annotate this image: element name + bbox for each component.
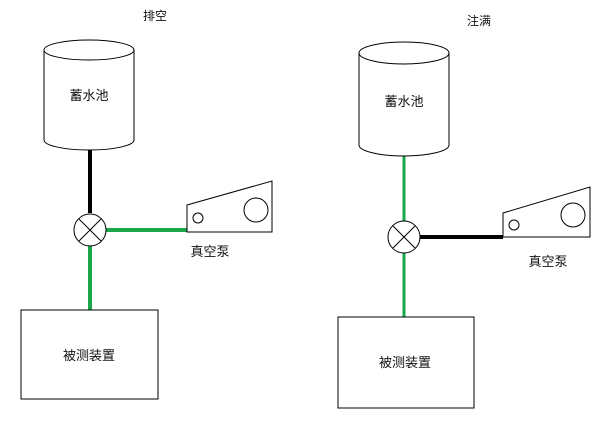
- left-reservoir: 蓄水池: [43, 39, 135, 151]
- left-panel-title: 排空: [143, 9, 167, 23]
- left-pump-label: 真空泵: [190, 245, 229, 260]
- left-device: 被测装置: [20, 309, 159, 400]
- right-pump-label: 真空泵: [528, 255, 567, 270]
- left-reservoir-label: 蓄水池: [69, 89, 108, 104]
- right-vacuum-pump: 真空泵: [502, 186, 591, 270]
- left-vacuum-pump: 真空泵: [186, 180, 273, 260]
- right-valve-icon: [387, 220, 421, 254]
- right-reservoir-label: 蓄水池: [384, 95, 423, 110]
- left-panel: 排空 蓄水池 真空泵 被测装置: [20, 9, 273, 400]
- left-valve-icon: [73, 213, 107, 247]
- right-reservoir: 蓄水池: [358, 41, 450, 157]
- right-panel: 注满 蓄水池 真空泵 被测装置: [337, 13, 591, 409]
- right-device: 被测装置: [337, 316, 475, 409]
- right-device-label: 被测装置: [379, 356, 431, 371]
- right-panel-title: 注满: [467, 13, 491, 28]
- left-device-label: 被测装置: [63, 349, 115, 364]
